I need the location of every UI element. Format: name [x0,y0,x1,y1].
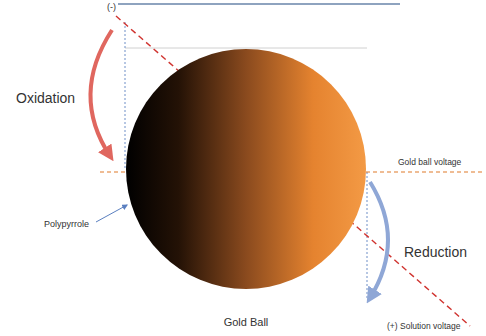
leader-line [96,205,127,222]
annotation-label: (+) Solution voltage [386,322,461,332]
node-label: Gold Ball [224,316,269,329]
annotation-label: Gold ball voltage [398,158,461,168]
annotation-label: (-) [107,2,116,12]
annotation-label: Oxidation [16,90,75,106]
solution-voltage-line [116,16,470,326]
annotation-label: Reduction [404,244,467,260]
frame-line [125,48,367,49]
gold-ball: Gold Ball [125,48,367,290]
oxidation-arrow [90,30,112,156]
reduction-arrow [370,182,388,298]
voltage-guide [125,22,126,170]
top-rule [118,3,400,5]
gold-ball-circle [126,49,366,289]
ball-shape [125,48,367,290]
annotation-label: Polypyrrole [44,219,89,229]
